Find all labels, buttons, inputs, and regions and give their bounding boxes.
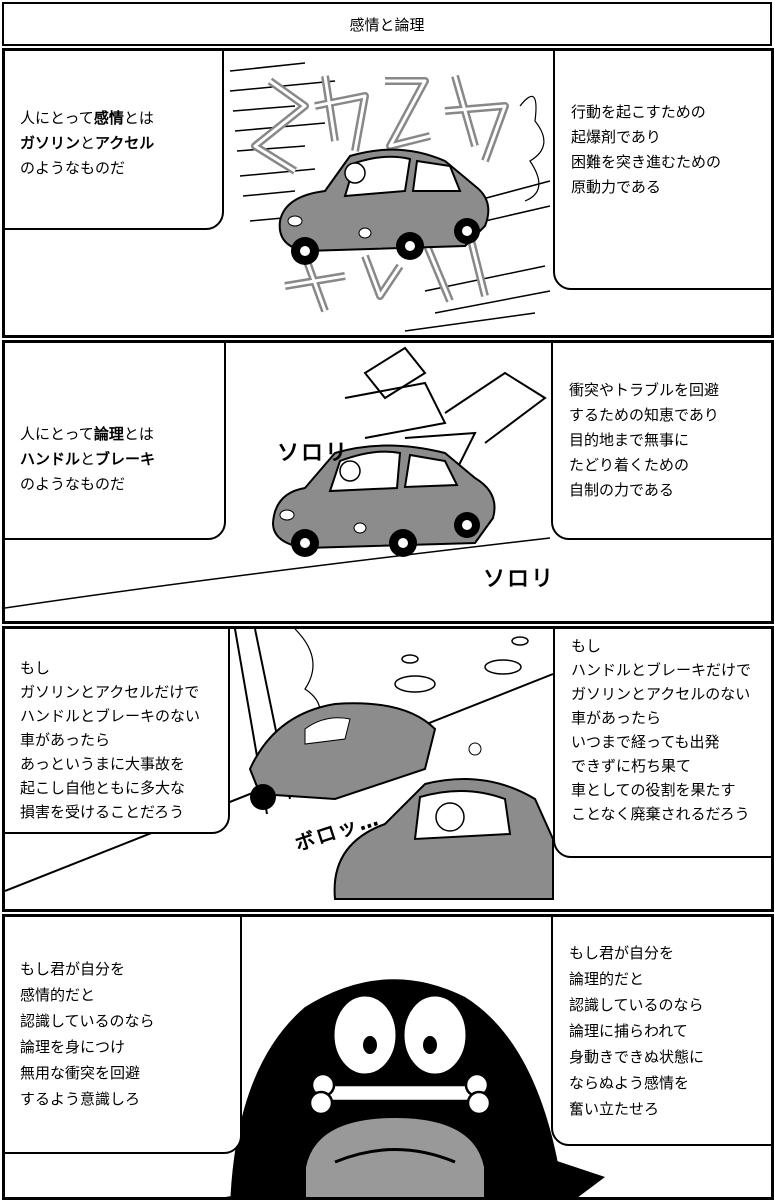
panel-2: 人にとって論理とは ハンドルとブレーキ のようなものだ ソロリ ソロリ 衝突やト… [2,340,774,624]
crashed-and-rotting-cars-illustration [5,629,554,900]
bubble-line: 認識しているのなら [569,996,704,1014]
bubble-line: 論理に捕らわれて [569,1022,688,1040]
speeding-car-illustration [229,62,551,332]
speech-bubble-emotion-detail: 行動を起こすための 起爆剤であり 困難を突き進むための 原動力である [553,51,771,290]
text-part: とは [123,109,154,127]
bold-term: ガソリン [20,134,81,152]
bubble-line: 困難を突き進むための [571,153,722,171]
bone-icon [308,1072,492,1116]
bubble-line: ガソリンとアクセルのない [571,685,751,703]
sfx-sorori-2: ソロリ [483,567,556,592]
bubble-line: 起こし自他ともに多大な [20,779,186,797]
sfx-sorori-1: ソロリ [277,441,350,466]
speech-bubble-no-gas: もし ハンドルとブレーキだけで ガソリンとアクセルのない 車があったら いつまで… [553,629,771,858]
bubble-line: するよう意識しろ [20,1090,141,1108]
page-title: 感情と論理 [2,2,772,46]
bold-term: ブレーキ [95,450,156,468]
panel-1: 人にとって感情とは ガソリンとアクセル のようなものだ 行動を起こすための 起爆… [2,48,774,338]
speech-bubble-advice-emotional: もし君が自分を 感情的だと 認識しているのなら 論理を身につけ 無用な衝突を回避… [5,917,242,1154]
bubble-line: 感情的だと [20,986,96,1004]
speech-bubble-advice-logical: もし君が自分を 論理的だと 認識しているのなら 論理に捕らわれて 身動きできぬ状… [551,917,771,1146]
bubble-line: 原動力である [571,178,661,196]
bubble-line: 奮い立たせろ [569,1100,660,1118]
car-icon [271,444,496,557]
title-text: 感情と論理 [349,15,425,34]
bubble-line: 自制の力である [569,481,674,499]
bubble-line: 身動きできぬ状態に [569,1048,705,1066]
bubble-line: 車があったら [20,731,111,749]
bubble-line: ハンドルとブレーキだけで [571,661,752,679]
text-part: とは [123,425,154,443]
bubble-line: たどり着くための [569,456,690,474]
bold-term: 感情 [93,109,124,127]
car-icon [248,702,437,810]
speech-bubble-emotion: 人にとって感情とは ガソリンとアクセル のようなものだ [5,51,224,230]
bubble-line: するための知恵であり [569,406,719,424]
bubble-line: いつまで経っても出発 [571,733,720,751]
bubble-line: ことなく廃棄されるだろう [571,805,750,823]
bubble-line: ガソリンとアクセル [20,131,206,156]
panel-4: もし君が自分を 感情的だと 認識しているのなら 論理を身につけ 無用な衝突を回避… [2,914,774,1200]
bubble-line: 行動を起こすための [571,103,706,121]
bubble-line: 認識しているのなら [20,1012,155,1030]
bubble-line: 車としての役割を果たす [571,781,736,799]
text-part: と [80,134,96,152]
bold-term: ハンドル [20,450,81,468]
bubble-line: もし [20,659,51,677]
skull-mascot-illustration [225,979,605,1197]
speech-bubble-no-brakes: もし ガソリンとアクセルだけで ハンドルとブレーキのない 車があったら あっとい… [5,629,230,834]
bubble-line: あっというまに大事故を [20,755,186,773]
text-part: 人にとって [20,425,94,443]
bubble-line: 目的地まで無事に [569,431,690,449]
bubble-line: 無用な衝突を回避 [20,1064,141,1082]
bubble-line: ならぬよう感情を [569,1074,690,1092]
bubble-line: 論理的だと [569,970,645,988]
bubble-line: できずに朽ち果て [571,757,692,775]
panel-3: もし ガソリンとアクセルだけで ハンドルとブレーキのない 車があったら あっとい… [2,626,774,912]
bubble-line: 人にとって感情とは [20,106,206,131]
text-part: と [80,450,96,468]
car-icon [333,742,554,900]
careful-car-illustration [5,346,551,609]
bubble-line: 論理を身につけ [20,1038,126,1056]
bubble-line: もし [571,637,602,655]
bubble-line: もし君が自分を [20,960,126,978]
car-icon [278,148,490,265]
bold-term: 論理 [93,425,124,443]
bubble-line: ハンドルとブレーキ [20,447,208,472]
bubble-line: のようなものだ [20,475,126,493]
bubble-line: ハンドルとブレーキのない [20,707,201,725]
bubble-line: もし君が自分を [569,944,675,962]
speech-bubble-logic-detail: 衝突やトラブルを回避 するための知恵であり 目的地まで無事に たどり着くための … [551,343,771,540]
text-part: 人にとって [20,109,94,127]
bubble-line: 損害を受けることだろう [20,803,185,821]
bubble-line: 起爆剤であり [571,128,661,146]
bubble-line: 車があったら [571,709,662,727]
speech-bubble-logic: 人にとって論理とは ハンドルとブレーキ のようなものだ [5,343,226,540]
bubble-line: のようなものだ [20,159,126,177]
bubble-line: 人にとって論理とは [20,422,208,447]
bold-term: アクセル [95,134,155,152]
bubble-line: ガソリンとアクセルだけで [20,683,200,701]
bubble-line: 衝突やトラブルを回避 [569,381,720,399]
